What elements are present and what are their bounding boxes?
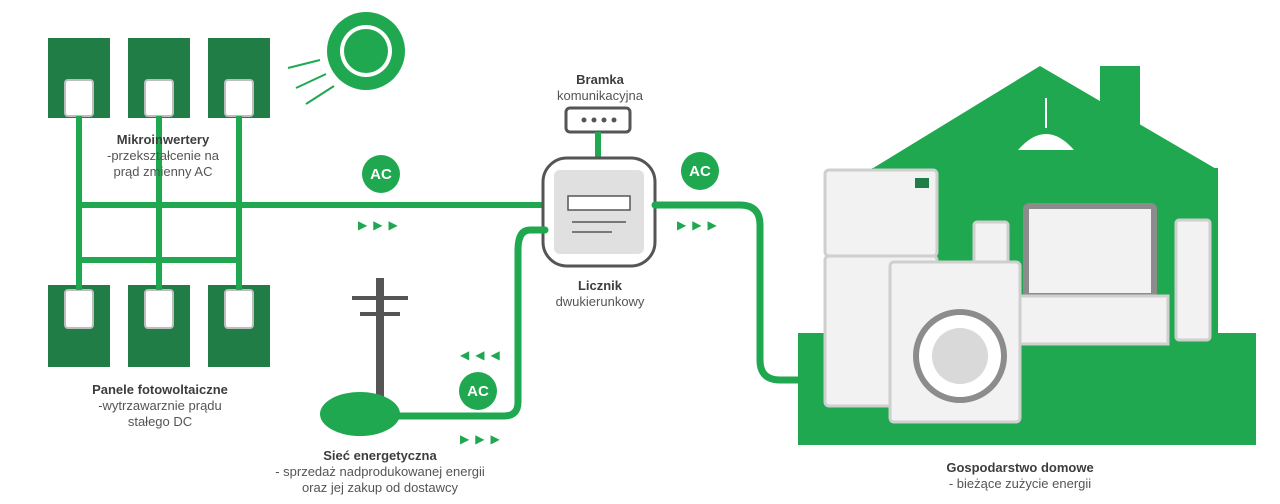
gateway-device — [564, 106, 632, 158]
grid-desc-line1: - sprzedaż nadprodukowanej energii — [275, 464, 485, 479]
solar-panels-top — [48, 38, 270, 118]
meter-device — [541, 156, 657, 268]
lamp-icon — [1018, 98, 1074, 150]
panels-desc-line1: -wytrzawarznie prądu — [98, 398, 222, 413]
gateway-title: Bramka — [576, 72, 624, 87]
microinverters — [64, 79, 254, 329]
microinverters-title: Mikroinwertery — [116, 132, 210, 147]
gateway-label: Bramka komunikacyjna — [540, 72, 660, 104]
meter-label: Licznik dwukierunkowy — [540, 278, 660, 310]
tv-set — [972, 203, 1212, 346]
panels-title: Panele fotowoltaiczne — [92, 382, 228, 397]
microinverters-desc-line1: -przekształcenie na — [107, 148, 219, 163]
power-lines — [342, 201, 804, 420]
panel-wiring — [76, 116, 545, 290]
sun-icon — [287, 12, 405, 105]
gateway-desc-line1: komunikacyjna — [557, 88, 643, 103]
meter-title: Licznik — [577, 278, 623, 293]
arrows-to-household: ▶▶▶ — [677, 218, 723, 232]
grid-title: Sieć energetyczna — [323, 448, 437, 463]
grid-desc-line2: oraz jej zakup od dostawcy — [301, 480, 459, 495]
grid-label: Sieć energetyczna - sprzedaż nadprodukow… — [250, 448, 510, 496]
arrows-to-grid: ▶▶▶ — [460, 432, 506, 446]
meter-desc-line1: dwukierunkowy — [555, 294, 645, 309]
household-title: Gospodarstwo domowe — [946, 460, 1094, 475]
washing-machine — [888, 260, 1022, 424]
microinverters-label: Mikroinwertery -przekształcenie na prąd … — [78, 132, 248, 180]
ac-badge-household: AC — [681, 152, 719, 190]
panels-desc-line2: stałego DC — [127, 414, 193, 429]
arrows-from-grid: ◀◀◀ — [460, 348, 506, 362]
household-label: Gospodarstwo domowe - bieżące zużycie en… — [930, 460, 1110, 492]
ac-badge-grid: AC — [459, 372, 497, 410]
household-desc-line1: - bieżące zużycie energii — [948, 476, 1092, 491]
power-pole-icon — [320, 278, 408, 436]
panels-label: Panele fotowoltaiczne -wytrzawarznie prą… — [70, 382, 250, 430]
arrows-to-meter: ▶▶▶ — [358, 218, 404, 232]
microinverters-desc-line2: prąd zmienny AC — [113, 164, 213, 179]
ac-badge-panels: AC — [362, 155, 400, 193]
